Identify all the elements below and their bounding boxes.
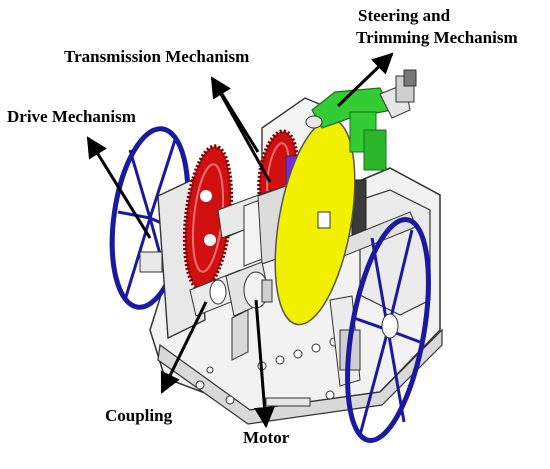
steering-arrow	[336, 52, 394, 108]
motor-part	[225, 261, 273, 361]
transmission-arrow-2	[210, 77, 272, 183]
label-coupling: Coupling	[105, 406, 173, 425]
coupling-arrow	[160, 301, 208, 394]
label-drive: Drive Mechanism	[7, 107, 136, 126]
right-wheel-hub	[381, 313, 399, 339]
label-steering-line2: Trimming Mechanism	[356, 28, 518, 47]
label-transmission: Transmission Mechanism	[64, 47, 250, 66]
right-wheel	[345, 217, 431, 443]
label-steering-line1: Steering and	[358, 6, 451, 25]
label-motor: Motor	[243, 428, 290, 447]
left-wheel-hub	[139, 251, 163, 273]
steering-part	[305, 69, 417, 171]
drive-arrow	[86, 136, 152, 239]
annotation-arrows	[86, 52, 394, 429]
motor-arrow	[254, 299, 275, 429]
